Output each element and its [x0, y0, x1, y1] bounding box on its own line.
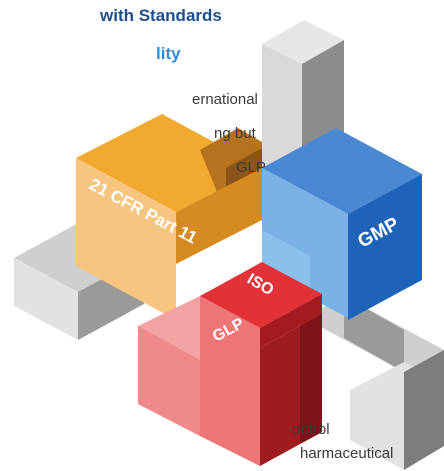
body-text-line-4: ontrol	[292, 421, 330, 438]
cfr-block: 21 CFR Part 11	[76, 114, 262, 320]
gray-bar-right	[304, 296, 444, 470]
heading-line-2: lity	[156, 44, 181, 63]
heading-line-1: with Standards	[100, 6, 222, 25]
body-text-line-3: GLP	[236, 159, 267, 176]
body-text-line-2: ng but	[214, 125, 256, 142]
glp-block: GLP	[138, 296, 322, 466]
body-text-line-5: harmaceutical	[300, 445, 394, 462]
body-text-line-1: ernational	[192, 91, 258, 108]
